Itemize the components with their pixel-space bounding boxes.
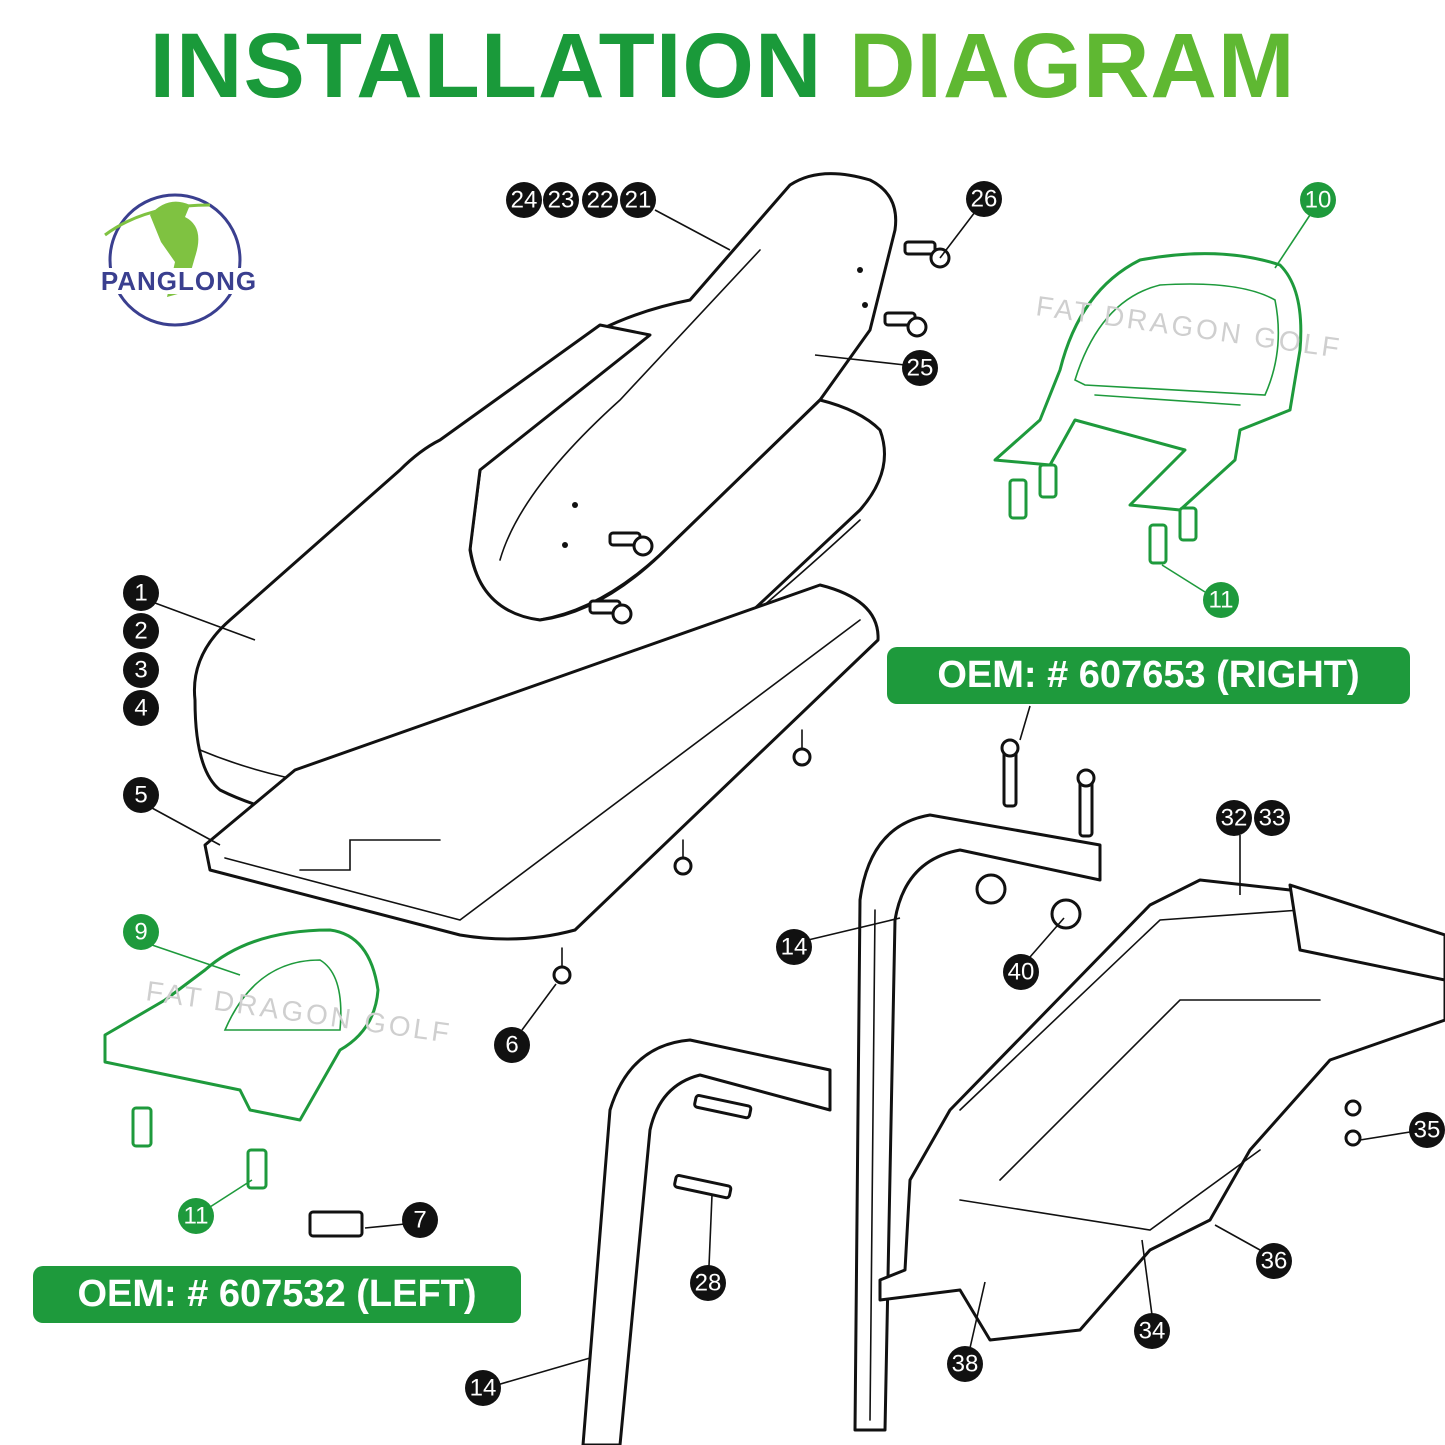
callout-c36: 36	[1256, 1243, 1292, 1279]
svg-text:23: 23	[548, 187, 575, 214]
callout-c6: 6	[494, 1027, 530, 1063]
callout-c38: 38	[947, 1346, 983, 1382]
callout-c14b: 14	[465, 1370, 501, 1406]
callout-c33: 33	[1254, 800, 1290, 836]
svg-text:21: 21	[625, 187, 652, 214]
title-part1: INSTALLATION	[149, 15, 823, 117]
oem-label-right: OEM: # 607653 (RIGHT)	[887, 647, 1410, 704]
callout-c4: 4	[123, 690, 159, 726]
callout-c2: 2	[123, 613, 159, 649]
svg-text:2: 2	[134, 618, 147, 645]
callout-c11b: 11	[178, 1198, 214, 1234]
svg-text:5: 5	[134, 782, 147, 809]
svg-text:10: 10	[1305, 187, 1332, 214]
callout-c7: 7	[402, 1202, 438, 1238]
callout-c34: 34	[1134, 1313, 1170, 1349]
seat-base-plate	[203, 583, 880, 941]
svg-text:6: 6	[505, 1032, 518, 1059]
callout-c24: 24	[506, 182, 542, 218]
svg-text:36: 36	[1261, 1248, 1288, 1275]
logo-text: PANGLONG	[101, 266, 257, 296]
callout-c3: 3	[123, 652, 159, 688]
callout-c21: 21	[620, 182, 656, 218]
callout-c11a: 11	[1203, 582, 1239, 618]
svg-text:22: 22	[587, 187, 614, 214]
clip-part	[308, 1210, 364, 1238]
svg-text:14: 14	[781, 934, 808, 961]
svg-text:28: 28	[695, 1270, 722, 1297]
screws	[552, 240, 951, 985]
brand-logo: PANGLONG	[82, 193, 277, 327]
callout-c10: 10	[1300, 182, 1336, 218]
frame-tube-lower	[581, 1038, 832, 1445]
frame-tube-upper	[853, 813, 1102, 1432]
svg-text:25: 25	[907, 355, 934, 382]
title-part2: DIAGRAM	[848, 15, 1296, 117]
callout-c23: 23	[543, 182, 579, 218]
callout-c14a: 14	[776, 929, 812, 965]
diagram-title: INSTALLATION DIAGRAM	[0, 18, 1445, 115]
svg-text:26: 26	[971, 186, 998, 213]
svg-text:9: 9	[134, 919, 147, 946]
callout-c25: 25	[902, 350, 938, 386]
callout-c28: 28	[690, 1265, 726, 1301]
svg-text:11: 11	[184, 1203, 209, 1230]
svg-text:34: 34	[1139, 1318, 1166, 1345]
callout-c9: 9	[123, 914, 159, 950]
callout-c32: 32	[1216, 800, 1252, 836]
callout-c35: 35	[1409, 1112, 1445, 1148]
svg-text:11: 11	[1209, 587, 1234, 614]
callout-c5: 5	[123, 777, 159, 813]
right-grab-handle: FAT DRAGON GOLF	[993, 252, 1344, 565]
body-bracket-assembly	[878, 878, 1445, 1342]
svg-text:40: 40	[1008, 959, 1035, 986]
svg-text:3: 3	[134, 657, 147, 684]
svg-text:14: 14	[470, 1375, 497, 1402]
svg-text:7: 7	[413, 1207, 426, 1234]
leader-lines	[151, 209, 1411, 1386]
svg-text:35: 35	[1414, 1117, 1441, 1144]
svg-text:4: 4	[134, 695, 147, 722]
frame-bolts	[673, 738, 1362, 1282]
callout-c22: 22	[582, 182, 618, 218]
callout-c26: 26	[966, 181, 1002, 217]
callout-c40: 40	[1003, 954, 1039, 990]
svg-text:24: 24	[511, 187, 538, 214]
left-grab-handle: FAT DRAGON GOLF	[103, 928, 454, 1190]
svg-text:38: 38	[952, 1351, 979, 1378]
svg-text:33: 33	[1259, 805, 1286, 832]
svg-text:32: 32	[1221, 805, 1248, 832]
svg-text:1: 1	[134, 580, 147, 607]
oem-label-left: OEM: # 607532 (LEFT)	[33, 1266, 521, 1323]
callout-c1: 1	[123, 575, 159, 611]
